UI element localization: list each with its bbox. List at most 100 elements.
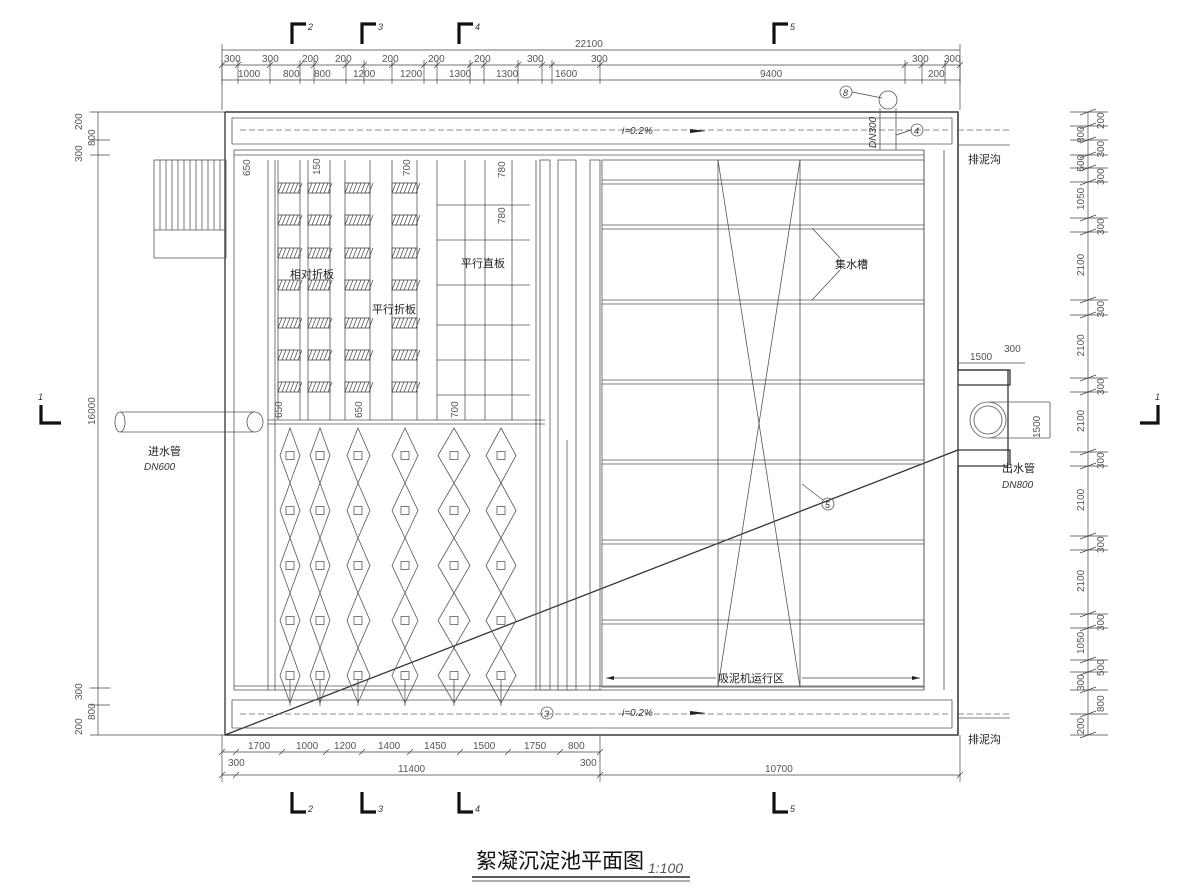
flocculator-paddle (391, 537, 419, 594)
hatch-line (360, 214, 366, 226)
dim-text: 300 (912, 54, 929, 65)
paddle-hub (353, 616, 363, 625)
dim-text: 200 (474, 54, 491, 65)
dim-text: 300 (262, 54, 279, 65)
hatch-line (395, 182, 401, 194)
flocculator-paddle (346, 646, 371, 705)
dim-text: 2100 (1076, 253, 1087, 276)
hatch-line (407, 381, 413, 393)
dim-text: 800 (283, 69, 300, 80)
inlet-pipe-label: 进水管 (148, 444, 181, 458)
dim-text: 200 (74, 113, 85, 130)
dn300-pipe: DN300 8 4 (839, 85, 924, 150)
hatch-line (364, 349, 370, 361)
baffle-plate (344, 247, 371, 259)
hatch-line (307, 381, 313, 393)
dim-text: 700 (402, 159, 413, 176)
hatch-line (327, 349, 333, 361)
hatch-line (281, 349, 287, 361)
hatch-line (407, 317, 413, 329)
dim-text: 1600 (555, 69, 578, 80)
dim-tick (232, 748, 240, 756)
hatch-line (344, 317, 350, 329)
outlet-pipe: 出水管 DN800 (969, 401, 1051, 491)
dim-text: 1700 (248, 741, 271, 752)
hatch-line (415, 214, 421, 226)
hatch-line (323, 214, 329, 226)
dim-text: 1750 (524, 741, 547, 752)
inlet-pipe: 进水管 DN600 (114, 411, 264, 473)
dim-text: 200 (1076, 717, 1087, 734)
hatch-line (297, 317, 303, 329)
dim-text: 1000 (238, 69, 261, 80)
dim-text: 800 (1096, 695, 1107, 712)
tank-outline (224, 111, 1011, 736)
hatch-line (403, 247, 409, 259)
paddle-hub (496, 561, 506, 570)
flocculator-paddle (437, 482, 471, 539)
dim-tick (278, 748, 286, 756)
paddle-hub (449, 451, 459, 460)
dim-tick (556, 748, 564, 756)
dim-text: 300 (224, 54, 241, 65)
dim-text: 1400 (378, 741, 401, 752)
collection-trough-label: 集水槽 (835, 257, 868, 271)
hatch-line (285, 279, 291, 291)
flocculator-paddle (485, 482, 517, 539)
hatch-line (293, 279, 299, 291)
hatch-line (348, 279, 354, 291)
hatch-line (277, 349, 283, 361)
hatch-line (348, 182, 354, 194)
dim-tick (596, 748, 604, 756)
hatch-line (368, 247, 374, 259)
hatch-line (315, 317, 321, 329)
hatch-line (352, 317, 358, 329)
hatch-line (399, 182, 405, 194)
paddle-hub (315, 616, 325, 625)
hatch-line (307, 317, 313, 329)
hatch-line (327, 317, 333, 329)
flocculator-paddle (391, 482, 419, 539)
hatch-line (319, 279, 325, 291)
hatch-line (360, 279, 366, 291)
hatch-line (411, 279, 417, 291)
hatch-line (391, 214, 397, 226)
title-main: 絮凝沉淀池平面图 (476, 849, 644, 873)
hatch-line (415, 349, 421, 361)
paddle-hub (353, 561, 363, 570)
sludge-ditch: 排泥沟 排泥沟 (958, 129, 1010, 746)
hatch-line (391, 279, 397, 291)
hatch-line (403, 279, 409, 291)
dim-text: 1200 (334, 741, 357, 752)
hatch-line (395, 214, 401, 226)
callout-3 (540, 706, 554, 720)
hatch-line (356, 381, 362, 393)
hatch-line (277, 381, 283, 393)
dim-text: 300 (74, 145, 85, 162)
hatch-line (281, 182, 287, 194)
left-dimensions: 16000 200 300 800 300 800 200 (74, 111, 225, 736)
parallel-baffle-label: 平行折板 (372, 302, 416, 316)
hatch-line (415, 317, 421, 329)
dim-text: 780 (497, 161, 508, 178)
paddle-hub (285, 671, 295, 680)
paddle-hub (400, 451, 410, 460)
hatch-line (277, 214, 283, 226)
dim-text: 300 (1096, 168, 1107, 185)
hatch-line (352, 214, 358, 226)
dim-text: 650 (354, 401, 365, 418)
flocculator-paddle (279, 536, 301, 595)
flocculator-paddle (279, 481, 301, 540)
hatch-line (356, 317, 362, 329)
flocculator-paddle (437, 592, 471, 649)
hatch-line (415, 381, 421, 393)
hatch-line (348, 247, 354, 259)
hatch-line (285, 214, 291, 226)
hatch-line (364, 279, 370, 291)
section-label: 1 (1155, 392, 1160, 402)
flocculator-paddle (391, 592, 419, 649)
hatch-line (391, 182, 397, 194)
dim-tick (218, 771, 226, 779)
dim-text: 2100 (1076, 488, 1087, 511)
